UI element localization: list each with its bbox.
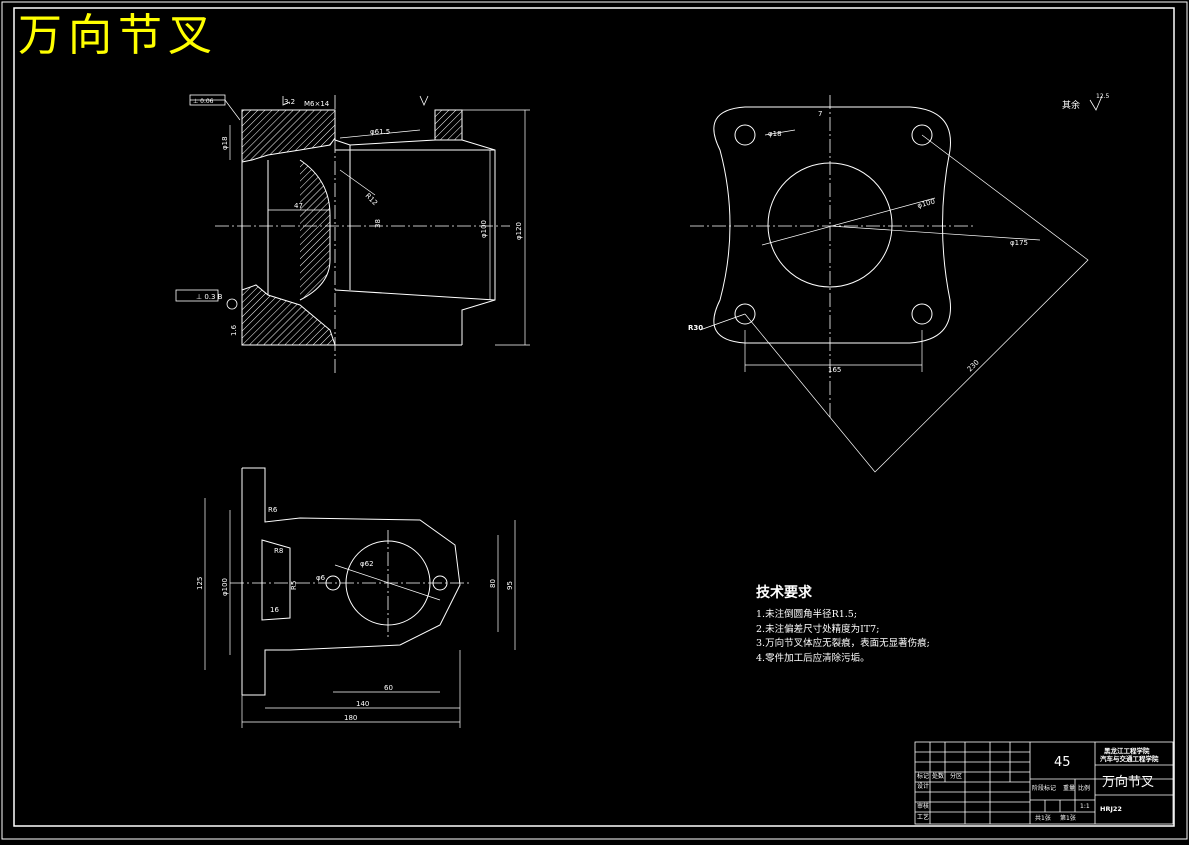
- tb-material: 45: [1054, 755, 1071, 770]
- top-view-outline: [242, 467, 461, 696]
- roughness-3-2: 3.2: [284, 98, 295, 106]
- dim-leader-phi175: [829, 225, 1041, 241]
- dim-phi6: φ6: [316, 574, 326, 582]
- tb-label-review: 审核: [917, 802, 929, 810]
- dim-r12: R12: [364, 192, 379, 207]
- front-section-view: [175, 94, 530, 375]
- bolt-hole-tl: [734, 124, 756, 146]
- tech-item-4: 4.零件加工后应清除污垢。: [756, 652, 870, 664]
- tol-frame-top: [189, 94, 226, 106]
- tb-scale: 1:1: [1080, 803, 1090, 810]
- bolt-hole-br: [911, 303, 933, 325]
- title-block-frame: [914, 741, 1174, 825]
- right-end-view: [690, 95, 1103, 473]
- flange-outline: [713, 106, 951, 344]
- bolt-hole-bl: [734, 303, 756, 325]
- dim-leader-r30: [699, 313, 746, 331]
- dim-165: 165: [828, 366, 841, 374]
- dim-140: 140: [356, 700, 369, 708]
- tol-frame-bottom: [175, 289, 219, 302]
- tech-item-1: 1.未注倒圆角半径R1.5;: [756, 609, 858, 620]
- tb-label-process: 工艺: [917, 813, 929, 821]
- tb-label-design: 设计: [917, 782, 929, 790]
- dim-leader-r12: [339, 169, 376, 196]
- tech-heading: 技术要求: [756, 585, 812, 601]
- dim-95: 95: [506, 581, 514, 590]
- roughness-1-6: 1.6: [230, 324, 238, 336]
- dim-phi175: φ175: [1010, 239, 1028, 247]
- dim-r30: R30: [688, 324, 703, 332]
- dim-phi100-right: φ100: [916, 198, 935, 210]
- dim-38: 38: [374, 219, 382, 228]
- tb-label-count: 处数: [932, 772, 944, 780]
- dim-125: 125: [196, 577, 204, 590]
- datum-b-symbol: [226, 298, 238, 310]
- dim-leader-phi18-right: [764, 129, 796, 136]
- bolt-hole-tr: [911, 124, 933, 146]
- front-outline-left: [241, 110, 462, 346]
- tb-part-name: 万向节叉: [1102, 774, 1154, 790]
- dim-phi120: φ120: [515, 222, 523, 240]
- dim-60: 60: [384, 684, 393, 692]
- tb-school-2: 汽车与交通工程学院: [1100, 754, 1159, 763]
- roughness-general-label: 其余: [1062, 99, 1080, 111]
- hatch-top-right: [434, 109, 463, 141]
- tol-frame-top-text: ⊥ 0.06: [193, 98, 214, 105]
- tb-sheets-total: 共1张: [1035, 814, 1051, 822]
- tech-item-2: 2.未注偏差尺寸处精度为IT7;: [756, 623, 880, 635]
- dim-leader-phi61: [339, 129, 421, 139]
- tb-label-zone: 分区: [950, 772, 962, 780]
- tol-frame-bottom-text: ⊥ 0.3 B: [196, 293, 223, 301]
- title-block: [914, 741, 1174, 825]
- dim-80: 80: [489, 579, 497, 588]
- tb-drawing-no: HRJ22: [1100, 805, 1122, 813]
- dim-leader-phi100: [761, 197, 936, 246]
- drawing-title: 万向节叉: [18, 10, 218, 61]
- tb-label-stage: 阶段标记: [1032, 784, 1056, 792]
- tb-label-mark: 标记: [917, 772, 929, 780]
- dim-180: 180: [344, 714, 357, 722]
- tb-school-1: 黑龙江工程学院: [1104, 746, 1150, 755]
- bottom-view: [204, 467, 516, 728]
- dim-r6: R6: [268, 506, 278, 514]
- dim-phi61: φ61.5: [370, 128, 390, 136]
- top-view-pocket: [261, 539, 291, 621]
- dim-r8: R8: [274, 547, 283, 555]
- roughness-general-mark: [1089, 95, 1103, 111]
- center-bore: [767, 162, 893, 288]
- roughness-general-value: 12.5: [1096, 93, 1110, 100]
- dim-leader-phi62: [334, 564, 441, 601]
- dim-16: 16: [270, 606, 279, 614]
- technical-requirements: 技术要求 1.未注倒圆角半径R1.5; 2.未注偏差尺寸处精度为IT7; 3.万…: [756, 582, 930, 666]
- tb-label-scale: 比例: [1078, 784, 1090, 792]
- tb-label-weight: 重量: [1063, 784, 1075, 792]
- inner-border: [13, 7, 1175, 827]
- dim-47: 47: [294, 202, 303, 210]
- dim-phi18-right: φ18: [768, 130, 782, 138]
- dim-phi18-front: φ18: [221, 136, 229, 150]
- hatch-bottom-left: [241, 284, 336, 346]
- roughness-mark-2: [419, 95, 429, 106]
- dim-phi100: φ100: [480, 220, 488, 238]
- tb-sheet-number: 第1张: [1060, 814, 1076, 822]
- tech-item-3: 3.万向节叉体应无裂痕，表面无显著伤痕;: [756, 638, 930, 649]
- hatch-web: [299, 159, 331, 301]
- dim-line-230: [744, 134, 1089, 473]
- dim-230: 230: [966, 358, 981, 373]
- dim-phi62: φ62: [360, 560, 374, 568]
- hatch-top-left: [241, 109, 336, 163]
- dim-7: 7: [818, 110, 822, 118]
- roughness-mark-1: [282, 96, 291, 106]
- dim-r5: R5: [290, 581, 298, 590]
- dim-phi100-bottom: φ100: [221, 578, 229, 596]
- front-inner-bottom: [334, 289, 496, 301]
- dim-m6: M6×14: [304, 100, 330, 108]
